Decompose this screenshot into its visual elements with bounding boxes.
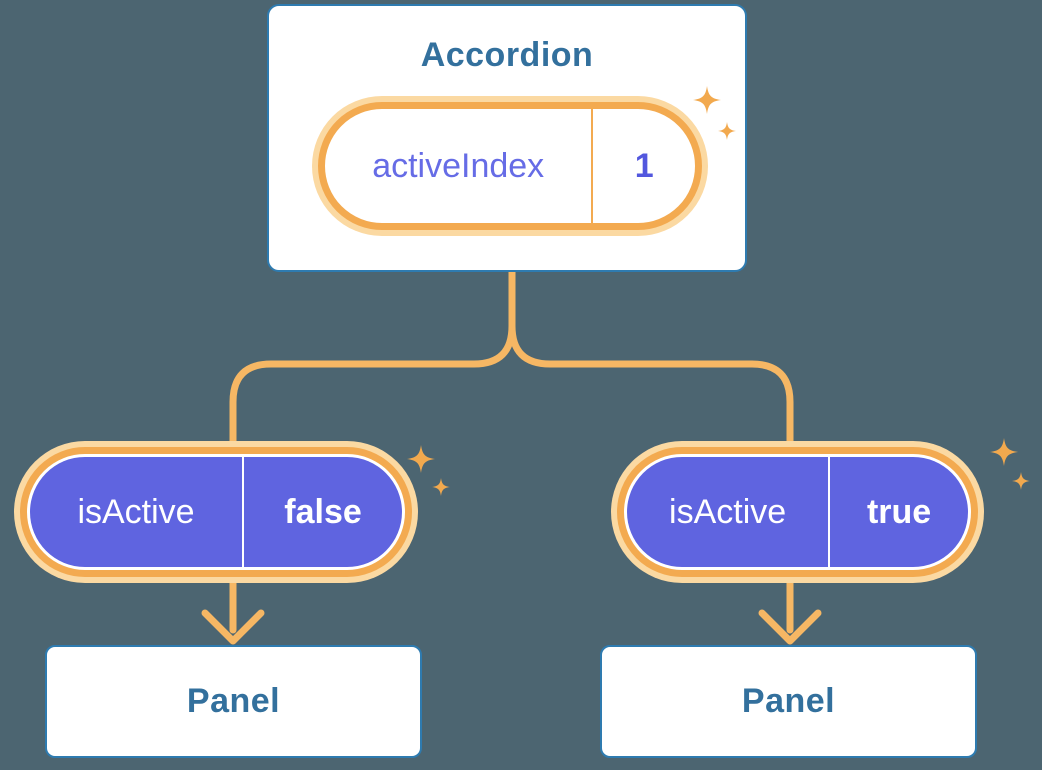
sparkle-icon <box>990 438 1018 466</box>
panel-title: Panel <box>186 682 281 720</box>
prop-pill-isactive-right: isActive true <box>617 447 978 577</box>
prop-value: true <box>866 492 932 531</box>
panel-card-left: Panel <box>45 645 422 758</box>
sparkle-icon <box>407 445 435 473</box>
accordion-title: Accordion <box>420 36 594 74</box>
prop-value: false <box>284 492 362 531</box>
state-pill-activeindex: activeIndex 1 <box>318 102 702 230</box>
state-value: 1 <box>634 146 654 185</box>
prop-pill-inner: isActive true <box>627 457 968 567</box>
sparkle-icon <box>1012 472 1030 490</box>
left-down-arrow-icon <box>201 609 265 645</box>
pill-divider <box>591 109 594 223</box>
sparkle-icon <box>432 478 450 496</box>
prop-name-label: isActive <box>669 492 787 531</box>
prop-pill-isactive-left: isActive false <box>20 447 412 577</box>
state-name-label: activeIndex <box>372 146 545 185</box>
pill-divider <box>828 457 831 567</box>
prop-name-label: isActive <box>77 492 195 531</box>
panel-card-right: Panel <box>600 645 977 758</box>
right-down-arrow-icon <box>758 609 822 645</box>
panel-title: Panel <box>741 682 836 720</box>
prop-pill-inner: isActive false <box>30 457 402 567</box>
